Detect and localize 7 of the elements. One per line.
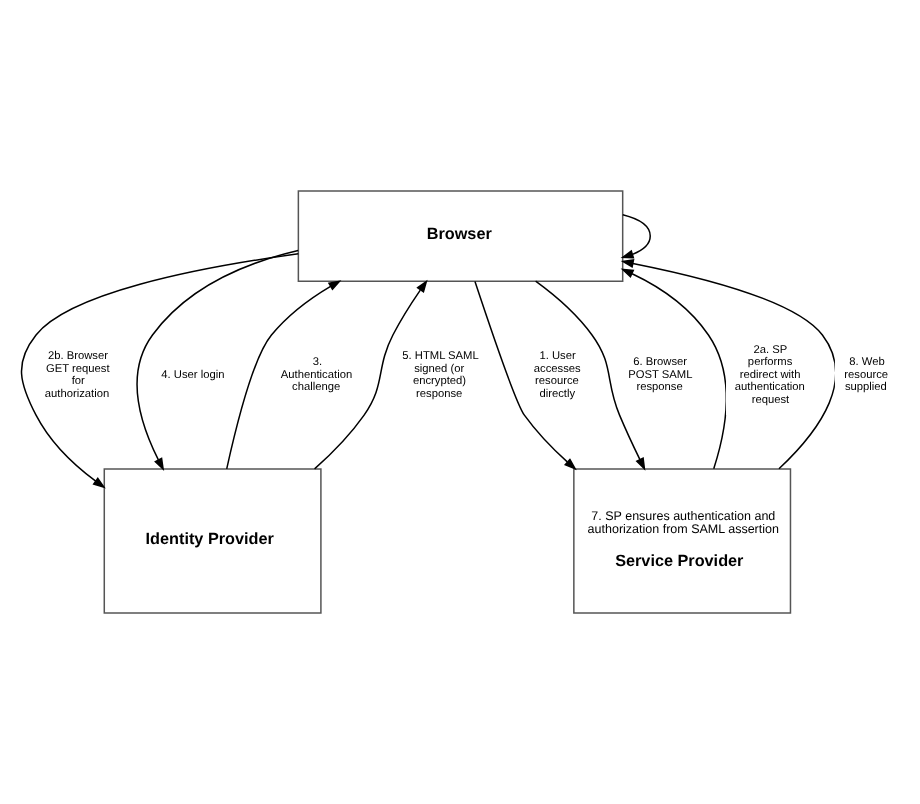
arrow <box>474 280 577 471</box>
arrow <box>20 253 300 489</box>
arrow <box>620 214 651 259</box>
arrow <box>313 279 428 470</box>
arrow <box>136 249 299 471</box>
arrow <box>534 280 646 471</box>
arrow <box>225 280 342 470</box>
